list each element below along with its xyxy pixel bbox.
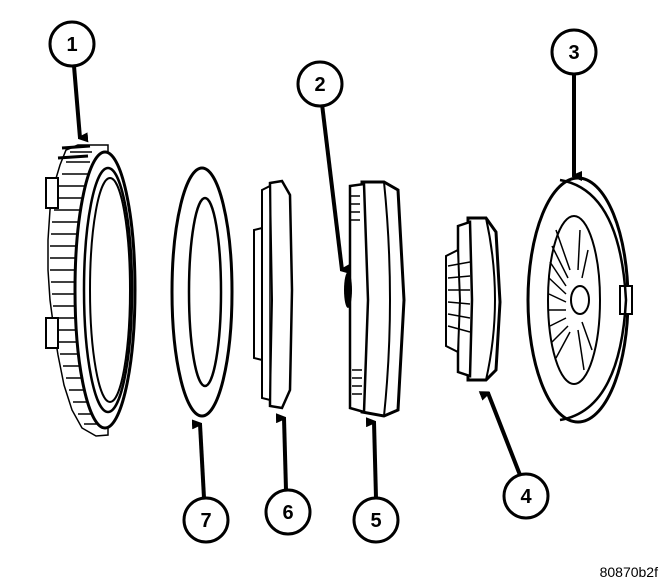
callout-3: 3 (550, 28, 598, 76)
callout-6-label: 6 (282, 502, 293, 524)
callout-4-label: 4 (520, 486, 532, 508)
leader-7 (200, 424, 206, 499)
callout-4: 4 (502, 472, 550, 520)
part-3-torque-converter (526, 176, 633, 424)
leader-1 (72, 65, 80, 138)
part-1-flywheel (45, 144, 137, 437)
callout-7-label: 7 (200, 510, 211, 532)
part-6-disc (253, 179, 294, 410)
callout-1: 1 (48, 20, 96, 68)
leader-4 (488, 393, 522, 476)
part-5-drum (344, 180, 406, 418)
callout-7: 7 (182, 496, 230, 544)
leader-5 (374, 422, 378, 499)
callout-6: 6 (264, 488, 312, 536)
callout-5: 5 (352, 496, 400, 544)
callout-5-label: 5 (370, 510, 381, 532)
part-4-hub (445, 216, 502, 382)
callout-2-label: 2 (314, 74, 325, 96)
callout-1-label: 1 (66, 34, 77, 56)
leader-6 (284, 418, 288, 491)
callout-2: 2 (296, 60, 344, 108)
figure-id: 80870b2f (599, 564, 658, 580)
leader-2 (320, 103, 342, 270)
callout-3-label: 3 (568, 42, 579, 64)
part-7-washer (170, 166, 234, 418)
